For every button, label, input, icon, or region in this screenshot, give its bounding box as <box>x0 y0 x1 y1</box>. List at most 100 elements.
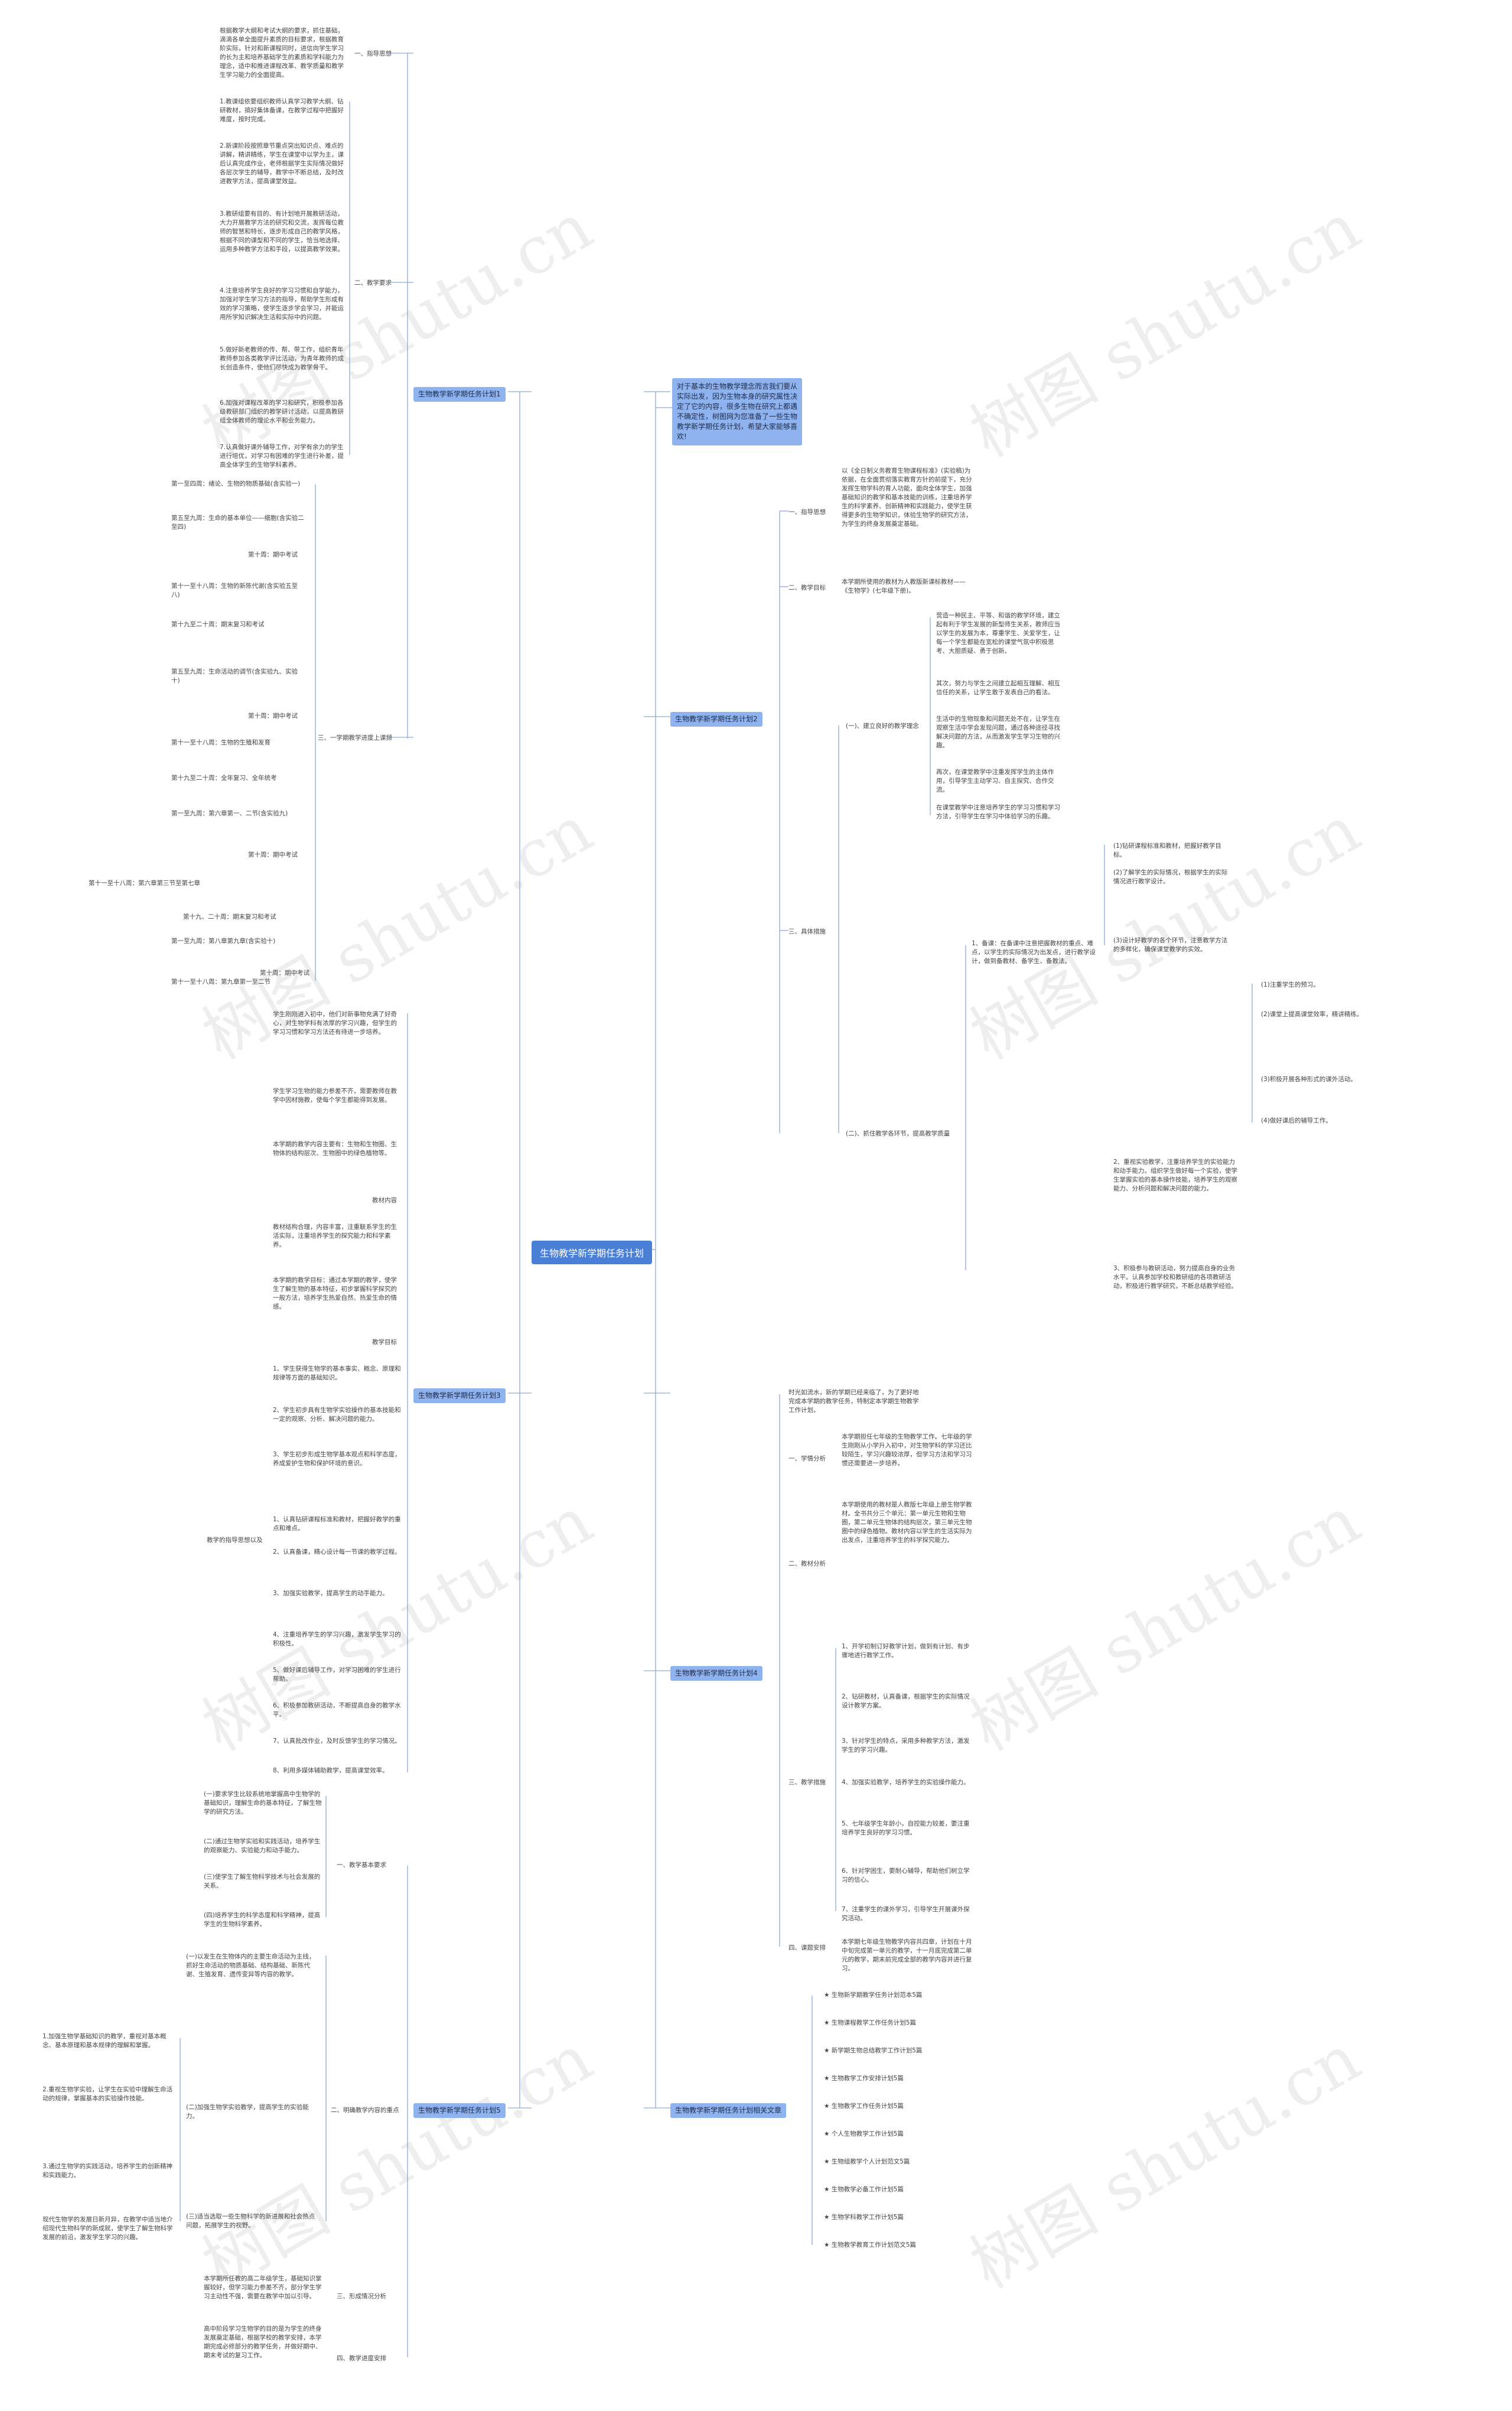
plan3-item-5: 教材结构合理，内容丰富，注重联系学生的生活实际，注重培养学生的探究能力和科学素养… <box>273 1224 397 1248</box>
plan1-req-1: 1.教课组依要组织教师认真学习教学大纲、钻研教材，搞好集体备课，在教学过程中把握… <box>220 98 344 123</box>
related-article-link[interactable]: ★ 生物学科教学工作计划5篇 <box>824 2214 904 2221</box>
plan6-a1: (一)要求学生比较系统地掌握高中生物学的基础知识，理解生命的基本特征，了解生物学… <box>204 1791 322 1815</box>
plan2-sub2-t1: (1)注重学生的预习。 <box>1261 981 1319 988</box>
related-article-link[interactable]: ★ 个人生物教学工作计划5篇 <box>824 2130 904 2137</box>
plan1-req-2: 2.新课阶段按照章节重点突出知识点、难点的讲解，精讲精练，学生在课堂中以学为主，… <box>220 142 344 185</box>
plan6-d2: 2.重视生物学实验，让学生在实验中理解生命活动的规律，掌握基本的实验操作技能。 <box>43 2086 173 2102</box>
plan1-schedule-label[interactable]: 三、一学期教学进度上课频 <box>318 734 392 741</box>
plan4-m2: 2、钻研教材，认真备课，根据学生的实际情况设计教学方案。 <box>842 1693 970 1709</box>
plan2-sub2-s2: (2)了解学生的实际情况，根据学生的实际情况进行教学设计。 <box>1113 869 1228 885</box>
plan3-item-2: 学生学习生物的能力参差不齐，需要教师在教学中因材施教，使每个学生都能得到发展。 <box>273 1088 397 1104</box>
plan3-node[interactable]: 生物教学新学期任务计划3 <box>413 1388 506 1403</box>
plan4-lbl-2[interactable]: 二、教材分析 <box>788 1560 826 1567</box>
plan3-measure-item: 2、认真备课，精心设计每一节课的教学过程。 <box>273 1548 401 1556</box>
plan6-lbl-1[interactable]: 一、教学基本要求 <box>337 1862 386 1869</box>
plan1-req-5: 5.做好新老教师的传、帮、带工作，组织青年教师参加各类教学评比活动，为青年教师的… <box>220 346 344 371</box>
root-node[interactable]: 生物教学新学期任务计划 <box>532 1241 653 1264</box>
plan6-lbl-4[interactable]: 四、教学进度安排 <box>337 2355 386 2362</box>
plan1-schedule-item: 第十一至十八周：生物的生殖和发育 <box>171 739 271 746</box>
plan1-schedule-item: 第一至九周：第八章第九章(含实验十) <box>171 938 276 945</box>
plan1-req-label[interactable]: 二、教学要求 <box>354 279 392 287</box>
plan4-lbl-1[interactable]: 一、学情分析 <box>788 1455 826 1462</box>
plan4-node[interactable]: 生物教学新学期任务计划4 <box>670 1666 762 1681</box>
related-article-link[interactable]: ★ 生物新学期教学任务计划范本5篇 <box>824 1992 923 1999</box>
plan4-lbl-3[interactable]: 三、教学措施 <box>788 1779 826 1786</box>
plan3-item-6: 本学期的教学目标：通过本学期的教学，使学生了解生物的基本特征，初步掌握科学探究的… <box>273 1277 397 1310</box>
plan6-d1: 1.加强生物学基础知识的教学，重视对基本概念、基本原理和基本规律的理解和掌握。 <box>43 2033 167 2049</box>
plan1-req-3: 3.教研组要有目的、有计划地开展教研活动，大力开展教学方法的研究和交流，发挥每位… <box>220 210 344 253</box>
plan6-e: 高中阶段学习生物学的目的是为学生的终身发展奠定基础，根据学校的教学安排，本学期完… <box>204 2325 322 2359</box>
intro-node[interactable]: 对于基本的生物教学理念而言我们要从实际出发，因为生物本身的研究属性决定了它的内容… <box>672 378 802 445</box>
related-article-link[interactable]: ★ 生物课程教学工作任务计划5篇 <box>824 2019 916 2026</box>
plan2-sub1-4: 再次，在课堂教学中注重发挥学生的主体作用，引导学生主动学习、自主探究、合作交流。 <box>936 769 1054 793</box>
related-article-link[interactable]: ★ 生物教学工作安排计划5篇 <box>824 2075 904 2082</box>
plan2-node[interactable]: 生物教学新学期任务计划2 <box>670 712 762 727</box>
plan4-text-4: 本学期七年级生物教学内容共四章，计划在十月中旬完成第一单元的教学，十一月底完成第… <box>842 1938 972 1972</box>
related-article-link[interactable]: ★ 生物教学教育工作计划范文5篇 <box>824 2241 916 2249</box>
plan6-b3: (三)适当选取一些生物科学的新进展和社会热点问题，拓展学生的视野。 <box>186 2213 315 2229</box>
plan1-req-4: 4.注意培养学生良好的学习习惯和自学能力，加强对学生学习方法的指导，帮助学生形成… <box>220 287 344 321</box>
plan2-sub2-s1: (1)钻研课程标准和教材，把握好教学目标。 <box>1113 842 1221 858</box>
plan2-sub1-1: 营造一种民主、平等、和谐的教学环境，建立起有利于学生发展的新型师生关系，教师应当… <box>936 612 1060 655</box>
plan3-measure-item: 3、加强实验教学，提高学生的动手能力。 <box>273 1590 389 1597</box>
plan2-material-label[interactable]: 二、教学目标 <box>788 584 826 591</box>
plan1-guide-label[interactable]: 一、指导思想 <box>354 50 392 57</box>
plan1-schedule-item: 第一至四周：绪论、生物的物质基础(含实验一) <box>171 480 301 487</box>
plan1-schedule-item: 第一至九周：第六章第一、二节(含实验九) <box>171 810 288 817</box>
plan2-sub2-s3: (3)设计好教学的各个环节，注意教学方法的多样化，确保课堂教学的实效。 <box>1113 937 1228 953</box>
plan3-measure-item: 6、积极参加教研活动，不断提高自身的教学水平。 <box>273 1702 401 1718</box>
plan2-material-text: 本学期所使用的教材为人教版新课标教材——《生物学》(七年级下册)。 <box>842 578 966 594</box>
plan4-m1: 1、开学初制订好教学计划，做到有计划、有步骤地进行教学工作。 <box>842 1643 970 1659</box>
plan6-d4: 现代生物学的发展日新月异，在教学中适当地介绍现代生物科学的新成就，使学生了解生物… <box>43 2216 173 2241</box>
plan4-m5: 5、七年级学生年龄小，自控能力较差，要注重培养学生良好的学习习惯。 <box>842 1820 970 1836</box>
plan1-guide-text: 根据教学大纲和考试大纲的要求，抓住基础，滴滴各单全面提升素质的目标要求，根据教育… <box>220 27 344 79</box>
plan6-b1: (一)以发生在生物体内的主要生命活动为主线，抓好生命活动的物质基础、结构基础、新… <box>186 1953 315 1978</box>
plan3-item-4: 教材内容 <box>372 1197 397 1204</box>
plan2-guide-label[interactable]: 一、指导思想 <box>788 509 826 516</box>
plan2-guide-text: 以《全日制义务教育生物课程标准》(实验稿)为依据，在全面贯彻落实教育方针的前提下… <box>842 467 972 528</box>
plan1-schedule-item: 第十九、二十周：期末复习和考试 <box>183 913 276 920</box>
plan4-m6: 6、针对学困生，要耐心辅导，帮助他们树立学习的信心。 <box>842 1867 970 1883</box>
plan3-item-7: 教学目标 <box>372 1339 397 1346</box>
plan3-measure-item: 8、利用多媒体辅助教学，提高课堂效率。 <box>273 1767 389 1774</box>
plan6-a4: (四)培养学生的科学态度和科学精神，提高学生的生物科学素养。 <box>204 1912 321 1928</box>
plan3-measures-label[interactable]: 教学的指导思想以及 <box>207 1537 263 1544</box>
plan3-item-9: 2、学生初步具有生物学实验操作的基本技能和一定的观察、分析、解决问题的能力。 <box>273 1407 401 1423</box>
plan3-measure-item: 5、做好课后辅导工作，对学习困难的学生进行帮助。 <box>273 1667 401 1683</box>
plan4-m3: 3、针对学生的特点，采用多种教学方法，激发学生的学习兴趣。 <box>842 1738 970 1753</box>
plan1-schedule-item: 第五至九周：生命活动的调节(含实验九、实验十) <box>171 668 298 684</box>
plan6-d3: 3.通过生物学的实践活动，培养学生的创新精神和实践能力。 <box>43 2163 173 2179</box>
related-article-link[interactable]: ★ 新学期生物总结教学工作计划5篇 <box>824 2047 923 2054</box>
plan1-req-6: 6.加强对课程改革的学习和研究，积极参加各级教研部门组织的教学研讨活动，以提高教… <box>220 399 344 424</box>
plan1-schedule-item: 第十周：期中考试 <box>248 551 298 558</box>
plan1-schedule-item: 第十一至十八周：第六章第三节至第七章 <box>89 880 200 887</box>
plan1-schedule-item: 第十九至二十周：期末复习和考试 <box>171 621 265 628</box>
plan6-lbl-3[interactable]: 三、形成情况分析 <box>337 2293 386 2300</box>
plan1-schedule-item: 第五至九周：生命的基本单位——细胞(含实验二至四) <box>171 515 304 531</box>
plan5-node[interactable]: 生物教学新学期任务计划相关文章 <box>670 2103 787 2118</box>
plan3-item-1: 学生刚刚进入初中，他们对新事物充满了好奇心，对生物学科有浓厚的学习兴趣，但学生的… <box>273 1011 397 1036</box>
plan2-sub1-label[interactable]: (一)、建立良好的教学理念 <box>846 723 919 730</box>
related-article-link[interactable]: ★ 生物教学必备工作计划5篇 <box>824 2186 904 2193</box>
plan3-item-10: 3、学生初步形成生物学基本观点和科学态度，养成爱护生物和保护环境的意识。 <box>273 1451 401 1467</box>
plan1-req-7: 7.认真做好课外辅导工作，对学有余力的学生进行培优，对学习有困难的学生进行补差，… <box>220 444 344 468</box>
plan2-measures-label[interactable]: 三、具体措施 <box>788 928 826 935</box>
plan2-sub2-t4: (4)做好课后的辅导工作。 <box>1261 1117 1332 1124</box>
plan3-measure-item: 4、注重培养学生的学习兴趣，激发学生学习的积极性。 <box>273 1631 401 1647</box>
plan4-lbl-4[interactable]: 四、课题安排 <box>788 1944 826 1951</box>
plan1-schedule-item: 第十周：期中考试 <box>248 851 298 858</box>
plan1-node[interactable]: 生物教学新学期任务计划1 <box>413 387 506 402</box>
plan6-c: 本学期所任教的高二年级学生，基础知识掌握较好，但学习能力参差不齐，部分学生学习主… <box>204 2275 322 2300</box>
plan4-text-1: 本学期担任七年级的生物教学工作。七年级的学生刚刚从小学升入初中，对生物学科的学习… <box>842 1433 972 1467</box>
plan2-sub2-label[interactable]: (二)、抓住教学各环节，提高教学质量 <box>846 1130 950 1137</box>
plan6-node[interactable]: 生物教学新学期任务计划5 <box>413 2103 506 2118</box>
plan1-schedule-item: 第十周：期中考试 <box>248 712 298 720</box>
related-article-link[interactable]: ★ 生物组教学个人计划范文5篇 <box>824 2158 910 2165</box>
related-article-link[interactable]: ★ 生物教学工作任务计划5篇 <box>824 2103 904 2110</box>
plan6-lbl-2[interactable]: 二、明确教学内容的重点 <box>331 2107 399 2114</box>
plan2-sub2-t2: (2)课堂上提高课堂效率，精讲精练。 <box>1261 1011 1363 1018</box>
plan3-measure-item: 1、认真钻研课程标准和教材，把握好教学的重点和难点。 <box>273 1516 401 1532</box>
plan3-measure-item: 7、认真批改作业，及时反馈学生的学习情况。 <box>273 1738 401 1745</box>
plan1-schedule-item: 第十周：期中考试 <box>260 969 309 977</box>
